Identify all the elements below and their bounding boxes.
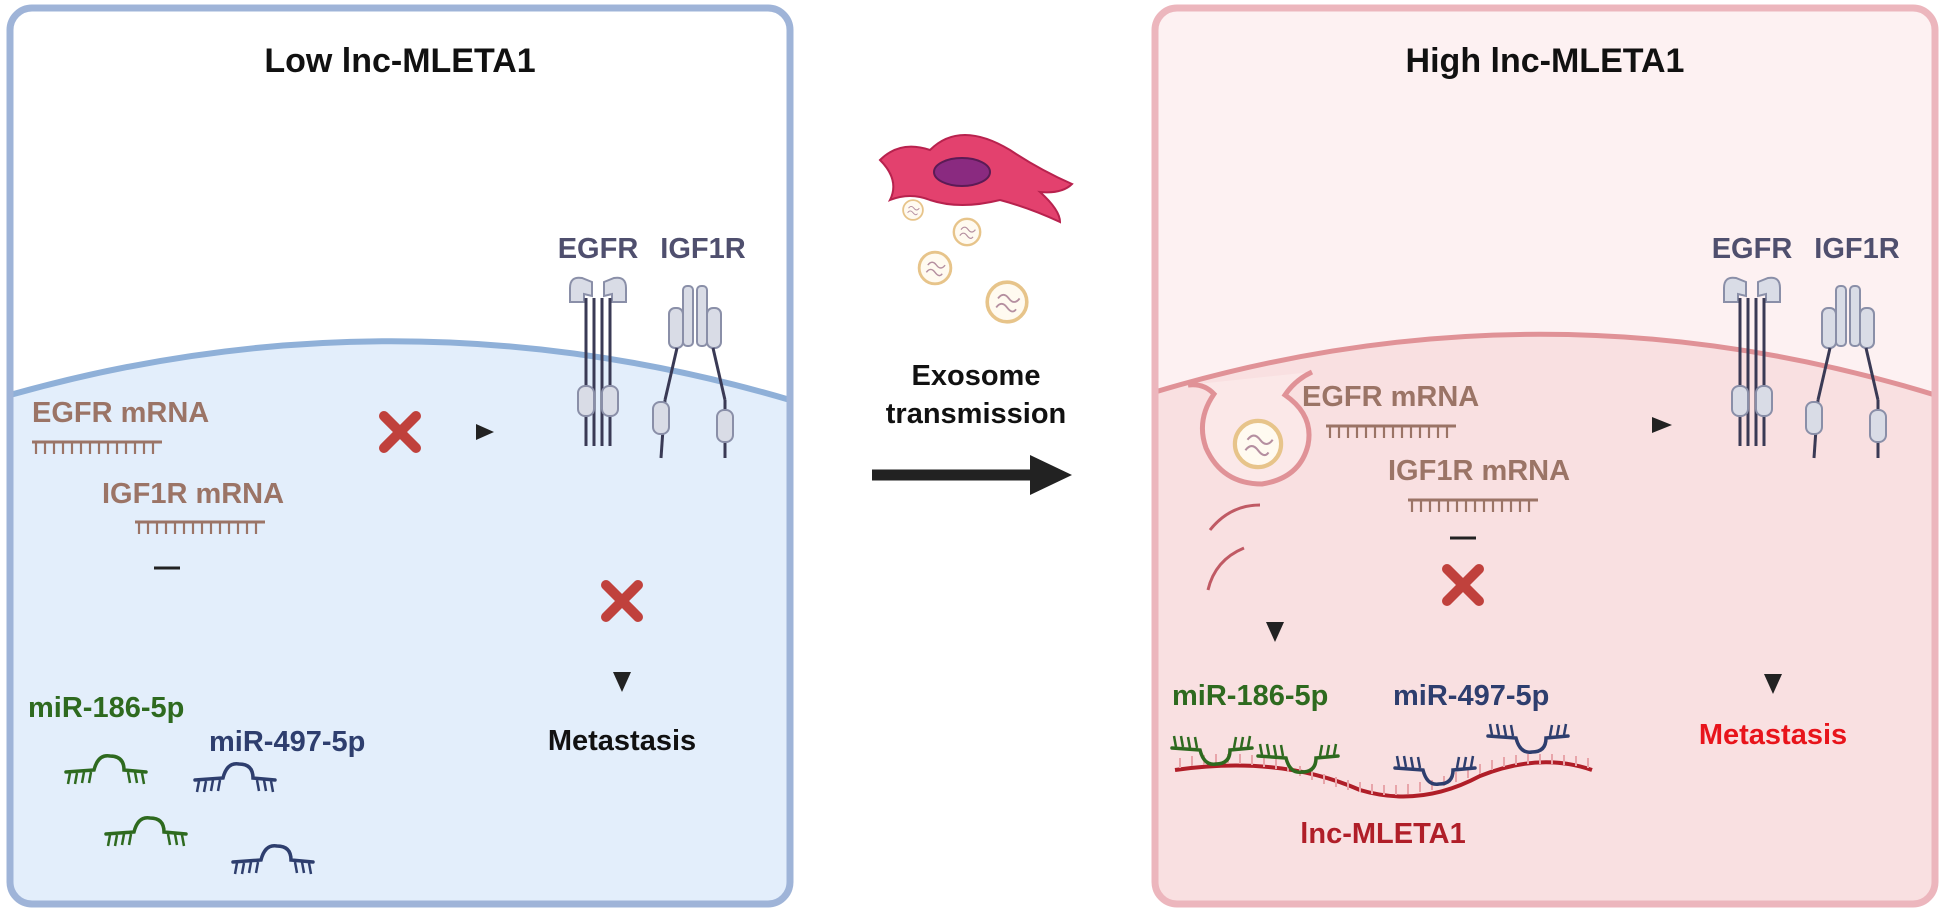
right-cell-membrane bbox=[1155, 331, 1935, 398]
exosome-icon bbox=[902, 199, 924, 221]
lncrna-label: lnc-MLETA1 bbox=[1300, 818, 1465, 850]
right-cell-body bbox=[1155, 334, 1935, 904]
exosome-icon bbox=[985, 280, 1029, 324]
left-egfr-label: EGFR bbox=[558, 233, 639, 265]
exosome-icon bbox=[917, 250, 953, 286]
lncrna-release-arrowhead bbox=[1266, 622, 1284, 642]
transmission-caption-line2: transmission bbox=[886, 398, 1067, 430]
left-panel-border bbox=[6, 4, 794, 908]
left-metastasis-label: Metastasis bbox=[548, 725, 696, 757]
right-metastasis-arrowhead bbox=[1764, 674, 1782, 694]
right-mir186-label: miR-186-5p bbox=[1172, 680, 1328, 712]
lncrna-strand-icon bbox=[1174, 760, 1593, 799]
right-egfr-mrna-label: EGFR mRNA bbox=[1302, 381, 1479, 413]
right-panel-border bbox=[1151, 4, 1939, 908]
released-lncrna-fragment-icon bbox=[1208, 503, 1261, 531]
left-metastasis-arrowhead bbox=[613, 672, 631, 692]
right-mir497-label: miR-497-5p bbox=[1393, 680, 1549, 712]
exosome-icon bbox=[952, 217, 982, 247]
left-egfr-mrna-label: EGFR mRNA bbox=[32, 397, 209, 429]
left-mir497-label: miR-497-5p bbox=[209, 726, 365, 758]
left-panel: Low lnc-MLETA1 EGFR IGF1R EGFR mRNA IGF1… bbox=[6, 4, 794, 908]
right-panel: High lnc-MLETA1 EGFR IGF1R EGFR mRNA IGF… bbox=[1151, 4, 1939, 908]
left-translation-arrowhead bbox=[476, 424, 494, 440]
right-metastasis-label: Metastasis bbox=[1699, 719, 1847, 751]
right-igf1r-label: IGF1R bbox=[1814, 233, 1899, 265]
right-panel-title: High lnc-MLETA1 bbox=[1406, 42, 1685, 80]
exosome-transmission: Exosome transmission bbox=[872, 134, 1074, 495]
transmission-arrowhead bbox=[1030, 455, 1072, 495]
internalized-exosome-icon bbox=[1235, 421, 1281, 467]
left-igf1r-label: IGF1R bbox=[660, 233, 745, 265]
right-igf1r-mrna-label: IGF1R mRNA bbox=[1388, 455, 1570, 487]
left-cell-membrane bbox=[10, 338, 790, 403]
donor-cell-nucleus-icon bbox=[933, 157, 991, 187]
right-egfr-label: EGFR bbox=[1712, 233, 1793, 265]
left-mir186-label: miR-186-5p bbox=[28, 692, 184, 724]
lncrna-bases-icon bbox=[1179, 754, 1589, 795]
right-translation-arrowhead bbox=[1652, 417, 1672, 433]
left-cell-body bbox=[10, 341, 790, 904]
released-lncrna-fragment-icon bbox=[1206, 546, 1245, 591]
left-igf1r-mrna-label: IGF1R mRNA bbox=[102, 478, 284, 510]
left-panel-title: Low lnc-MLETA1 bbox=[264, 42, 535, 80]
transmission-caption-line1: Exosome bbox=[912, 360, 1041, 392]
